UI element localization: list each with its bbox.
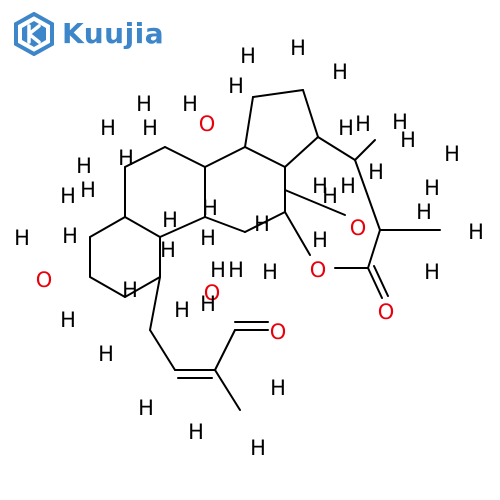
hydrogen-atom-label: H xyxy=(240,44,256,68)
hydrogen-atom-label: H xyxy=(340,174,356,198)
hydrogen-atom-label: H xyxy=(200,292,216,316)
hydrogen-atom-label: H xyxy=(98,342,114,366)
bond xyxy=(244,146,286,168)
oxygen-atom-label: O xyxy=(204,281,221,305)
hydrogen-atom-label: H xyxy=(60,308,76,332)
brand-logo: Kuujia xyxy=(12,12,164,56)
bond xyxy=(367,267,383,299)
bond xyxy=(124,146,166,168)
bond-lines xyxy=(89,89,441,411)
bond xyxy=(164,146,206,168)
hydrogen-atom-label: H xyxy=(355,112,371,136)
bond xyxy=(252,89,304,98)
hydrogen-atom-label: H xyxy=(62,224,78,248)
hydrogen-atom-label: H xyxy=(162,208,178,232)
hydrogen-atom-label: H xyxy=(118,146,134,170)
hydrogen-atom-label: H xyxy=(160,238,176,262)
bond xyxy=(317,136,356,161)
hydrogen-atom-label: H xyxy=(76,154,92,178)
bond xyxy=(214,329,236,371)
bond xyxy=(244,96,254,148)
bond xyxy=(354,159,381,231)
hydrogen-atom-label: H xyxy=(122,278,138,302)
hydrogen-atom-label: H xyxy=(228,258,244,282)
bond xyxy=(302,89,319,138)
hydrogen-atom-label: H xyxy=(270,376,286,400)
hydrogen-atom-label: H xyxy=(262,260,278,284)
hydrogen-atom-label: H xyxy=(188,420,204,444)
bond xyxy=(89,216,126,238)
hydrogen-atom-label: H xyxy=(312,228,328,252)
hydrogen-atom-label: H xyxy=(290,36,306,60)
hydrogen-atom-label: H xyxy=(400,128,416,152)
oxygen-atom-label: O xyxy=(36,268,53,292)
hydrogen-atom-label: H xyxy=(322,184,338,208)
bond xyxy=(284,211,311,256)
bond xyxy=(124,276,161,298)
hydrogen-atom-label: H xyxy=(416,200,432,224)
hydrogen-atom-label: H xyxy=(174,298,190,322)
hydrogen-atom-label: H xyxy=(14,226,30,250)
hydrogen-atom-label: H xyxy=(80,178,96,202)
hydrogen-atom-label: H xyxy=(100,116,116,140)
hydrogen-atom-label: H xyxy=(202,196,218,220)
hexagon-k-icon xyxy=(14,12,54,56)
bond xyxy=(89,276,126,298)
hydrogen-atom-label: H xyxy=(444,142,460,166)
bond xyxy=(149,276,161,331)
bond xyxy=(159,216,206,238)
oxygen-atom-label: O xyxy=(378,300,395,324)
oxygen-atom-label: O xyxy=(350,216,367,240)
hydrogen-atom-label: H xyxy=(210,258,226,282)
bond xyxy=(354,139,376,161)
hydrogen-atom-label: H xyxy=(338,116,354,140)
hydrogen-atom-label: H xyxy=(368,160,384,184)
hydrogen-atom-label: H xyxy=(200,226,216,250)
hydrogen-atom-label: H xyxy=(392,110,408,134)
bond xyxy=(244,211,286,233)
hydrogen-atom-label: H xyxy=(424,176,440,200)
brand-name: Kuujia xyxy=(62,17,165,50)
oxygen-atom-label: O xyxy=(199,112,216,136)
hydrogen-atom-label: H xyxy=(254,212,270,236)
hydrogen-atom-label: H xyxy=(468,220,484,244)
bond xyxy=(204,146,246,168)
hydrogen-atom-label: H xyxy=(332,60,348,84)
hydrogen-atom-label: H xyxy=(250,436,266,460)
hydrogen-atom-label: H xyxy=(424,260,440,284)
oxygen-atom-label: O xyxy=(270,320,287,344)
bond xyxy=(124,216,161,238)
hydrogen-atom-label: H xyxy=(142,116,158,140)
hydrogen-atom-label: H xyxy=(138,396,154,420)
hydrogen-atom-label: H xyxy=(182,92,198,116)
bond xyxy=(367,229,381,269)
bond xyxy=(214,369,241,411)
bond xyxy=(204,216,246,233)
bond xyxy=(373,265,389,297)
hydrogen-atom-label: H xyxy=(136,92,152,116)
oxygen-atom-label: O xyxy=(310,258,327,282)
bond xyxy=(149,329,176,371)
bond xyxy=(284,189,346,216)
hydrogen-atom-label: H xyxy=(312,174,328,198)
bond xyxy=(284,136,319,168)
hydrogen-atom-label: H xyxy=(60,184,76,208)
hydrogen-atom-label: H xyxy=(228,74,244,98)
